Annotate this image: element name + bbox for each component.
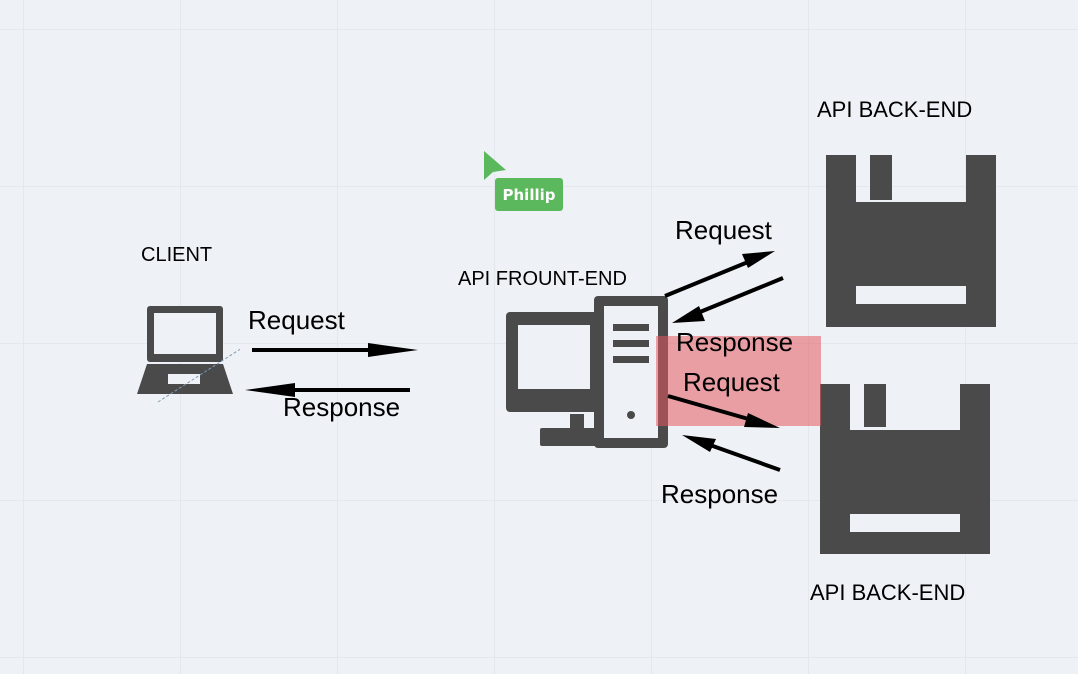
top-response-label: Response xyxy=(676,327,794,357)
arrow-bottom-request xyxy=(667,394,753,422)
backend-top-label: API BACK-END xyxy=(817,97,973,122)
backend-bottom-label: API BACK-END xyxy=(810,580,966,605)
bottom-request-label: Request xyxy=(683,367,780,397)
selection-highlight xyxy=(656,336,821,426)
client-response-label: Response xyxy=(283,392,401,422)
floppy-disk-icon-bottom[interactable] xyxy=(820,384,990,554)
collaborator-name-tag: Phillip xyxy=(495,178,563,211)
client-request-label: Request xyxy=(248,305,345,335)
bottom-response-label: Response xyxy=(661,479,779,509)
desktop-computer-icon[interactable] xyxy=(500,292,675,452)
client-label: CLIENT xyxy=(141,244,213,266)
floppy-disk-icon-top[interactable] xyxy=(826,155,996,327)
pointer-cursor-icon xyxy=(484,151,506,180)
laptop-icon[interactable] xyxy=(130,300,240,410)
arrow-top-request xyxy=(664,260,749,298)
top-request-label: Request xyxy=(675,215,772,245)
arrow-bottom-response xyxy=(709,443,781,472)
arrow-top-response xyxy=(699,276,784,314)
frontend-label: API FROUNT-END xyxy=(458,268,627,290)
